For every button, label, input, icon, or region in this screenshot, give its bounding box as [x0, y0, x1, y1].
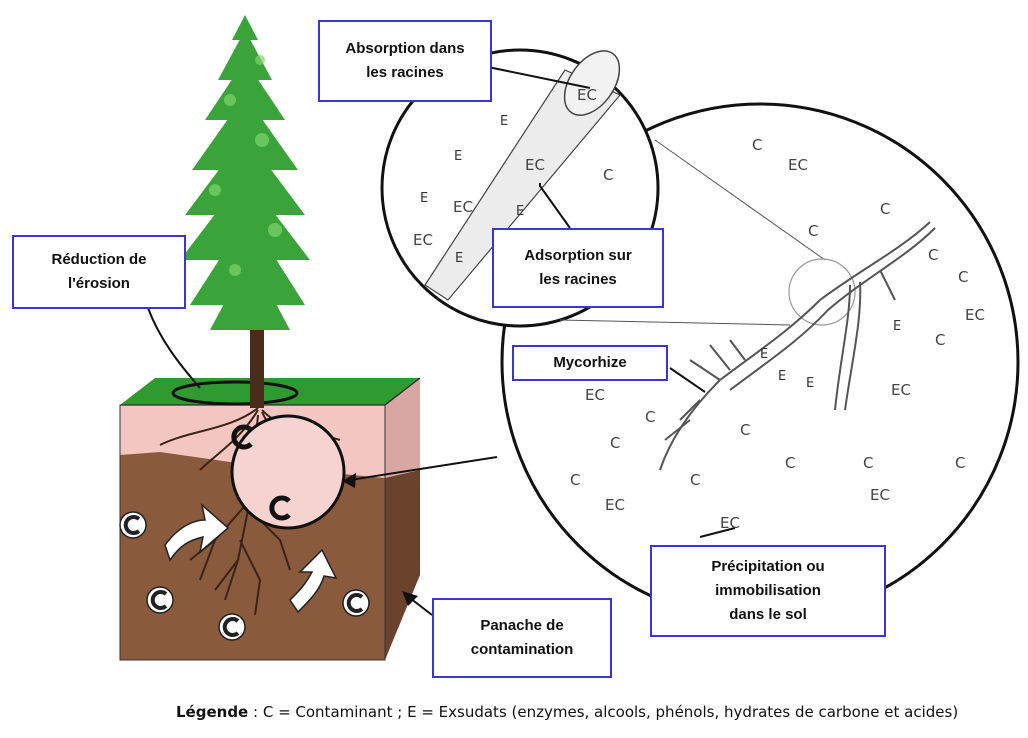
marker-ec: EC [453, 198, 473, 216]
legend-text: : C = Contaminant ; E = Exsudats (enzyme… [248, 703, 958, 721]
marker-ec: EC [525, 156, 545, 174]
marker-c: C [958, 268, 968, 286]
marker-ec: EC [965, 306, 985, 324]
label-absorption: Absorption dans les racines [318, 20, 492, 102]
label-adsorption: Adsorption sur les racines [492, 228, 664, 308]
marker-ec: EC [585, 386, 605, 404]
marker-ec: EC [788, 156, 808, 174]
marker-ec: EC [870, 486, 890, 504]
marker-c: C [880, 200, 890, 218]
marker-c: C [610, 434, 620, 452]
label-precipitation: Précipitation ou immobilisation dans le … [650, 545, 886, 637]
marker-c: C [645, 408, 655, 426]
marker-e: E [806, 376, 814, 391]
marker-e: E [500, 114, 508, 129]
marker-c: C [690, 471, 700, 489]
marker-e: E [893, 319, 901, 334]
label-panache: Panache de contamination [432, 598, 612, 678]
marker-e: E [455, 251, 463, 266]
marker-c: C [570, 471, 580, 489]
label-reduction: Réduction de l'érosion [12, 235, 186, 309]
marker-c: C [603, 166, 613, 184]
marker-ec: EC [413, 231, 433, 249]
legend: Légende : C = Contaminant ; E = Exsudats… [176, 703, 958, 721]
marker-c: C [928, 246, 938, 264]
marker-e: E [760, 347, 768, 362]
label-mycorhize: Mycorhize [512, 345, 668, 381]
marker-e: E [454, 149, 462, 164]
marker-c: C [808, 222, 818, 240]
marker-c: C [740, 421, 750, 439]
marker-ec: EC [577, 86, 597, 104]
marker-c: C [935, 331, 945, 349]
marker-ec: EC [891, 381, 911, 399]
marker-c: C [955, 454, 965, 472]
marker-e: E [778, 369, 786, 384]
marker-c: C [785, 454, 795, 472]
tree-foliage [180, 15, 310, 330]
marker-ec: EC [720, 514, 740, 532]
marker-ec: EC [605, 496, 625, 514]
marker-e: E [516, 204, 524, 219]
legend-title: Légende [176, 703, 248, 721]
marker-c: C [863, 454, 873, 472]
marker-e: E [420, 191, 428, 206]
marker-c: C [752, 136, 762, 154]
root-zoom-bubble [232, 416, 344, 528]
